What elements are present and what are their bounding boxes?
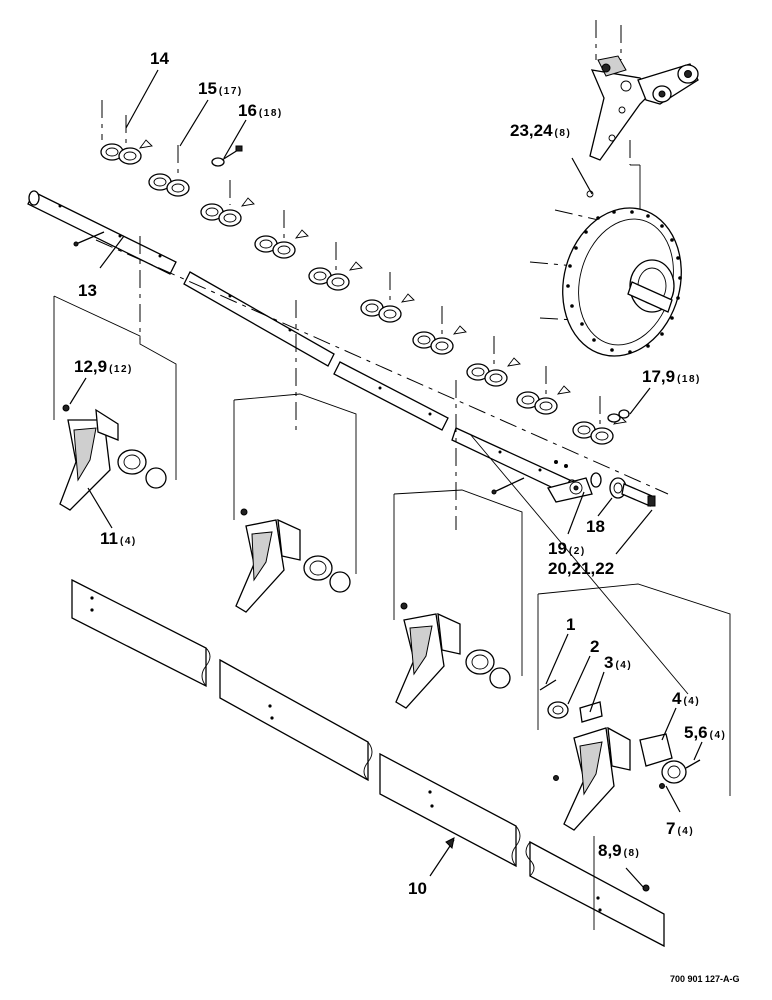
callout-8-9: 8,9(8) bbox=[598, 841, 640, 860]
callout-18: 18 bbox=[586, 517, 605, 536]
shield-panels bbox=[71, 578, 665, 948]
callout-1: 1 bbox=[566, 615, 575, 634]
bearing-assembly-18-22 bbox=[554, 460, 656, 507]
callout-2: 2 bbox=[590, 637, 599, 656]
callout-5-6: 5,6(4) bbox=[684, 723, 726, 742]
callout-3: 3(4) bbox=[604, 653, 632, 672]
hanger-bracket-2 bbox=[233, 393, 357, 613]
callout-11: 11(4) bbox=[100, 529, 137, 548]
reel-hub-plate bbox=[529, 207, 682, 357]
callout-12-9: 12,9(12) bbox=[74, 357, 133, 376]
callout-15: 15(17) bbox=[198, 79, 243, 98]
leader-lines bbox=[69, 69, 703, 889]
tine-bar-shaft bbox=[27, 190, 593, 503]
hanger-bracket-1 bbox=[53, 295, 177, 511]
callout-4: 4(4) bbox=[672, 689, 700, 708]
callout-labels: 14 15(17) 16(18) 23,24(8) 13 12,9(12) 17… bbox=[74, 49, 740, 984]
nut-17 bbox=[607, 409, 630, 423]
callout-14: 14 bbox=[150, 49, 169, 68]
callout-20-21-22: 20,21,22 bbox=[548, 559, 614, 578]
callout-23-24: 23,24(8) bbox=[510, 121, 571, 140]
callout-19: 19(2) bbox=[548, 539, 586, 558]
callout-13: 13 bbox=[78, 281, 97, 300]
tine-springs bbox=[100, 100, 630, 445]
hanger-bracket-3 bbox=[393, 489, 523, 709]
alignment-lines bbox=[95, 236, 689, 695]
drive-arm-assembly bbox=[589, 20, 699, 230]
callout-7: 7(4) bbox=[666, 819, 694, 838]
hanger-bracket-4 bbox=[537, 583, 731, 831]
callout-17-9: 17,9(18) bbox=[642, 367, 701, 386]
callout-16: 16(18) bbox=[238, 101, 283, 120]
bolt-16 bbox=[211, 145, 243, 167]
drawing-number: 700 901 127-A-G bbox=[670, 974, 740, 984]
callout-10: 10 bbox=[408, 879, 427, 898]
